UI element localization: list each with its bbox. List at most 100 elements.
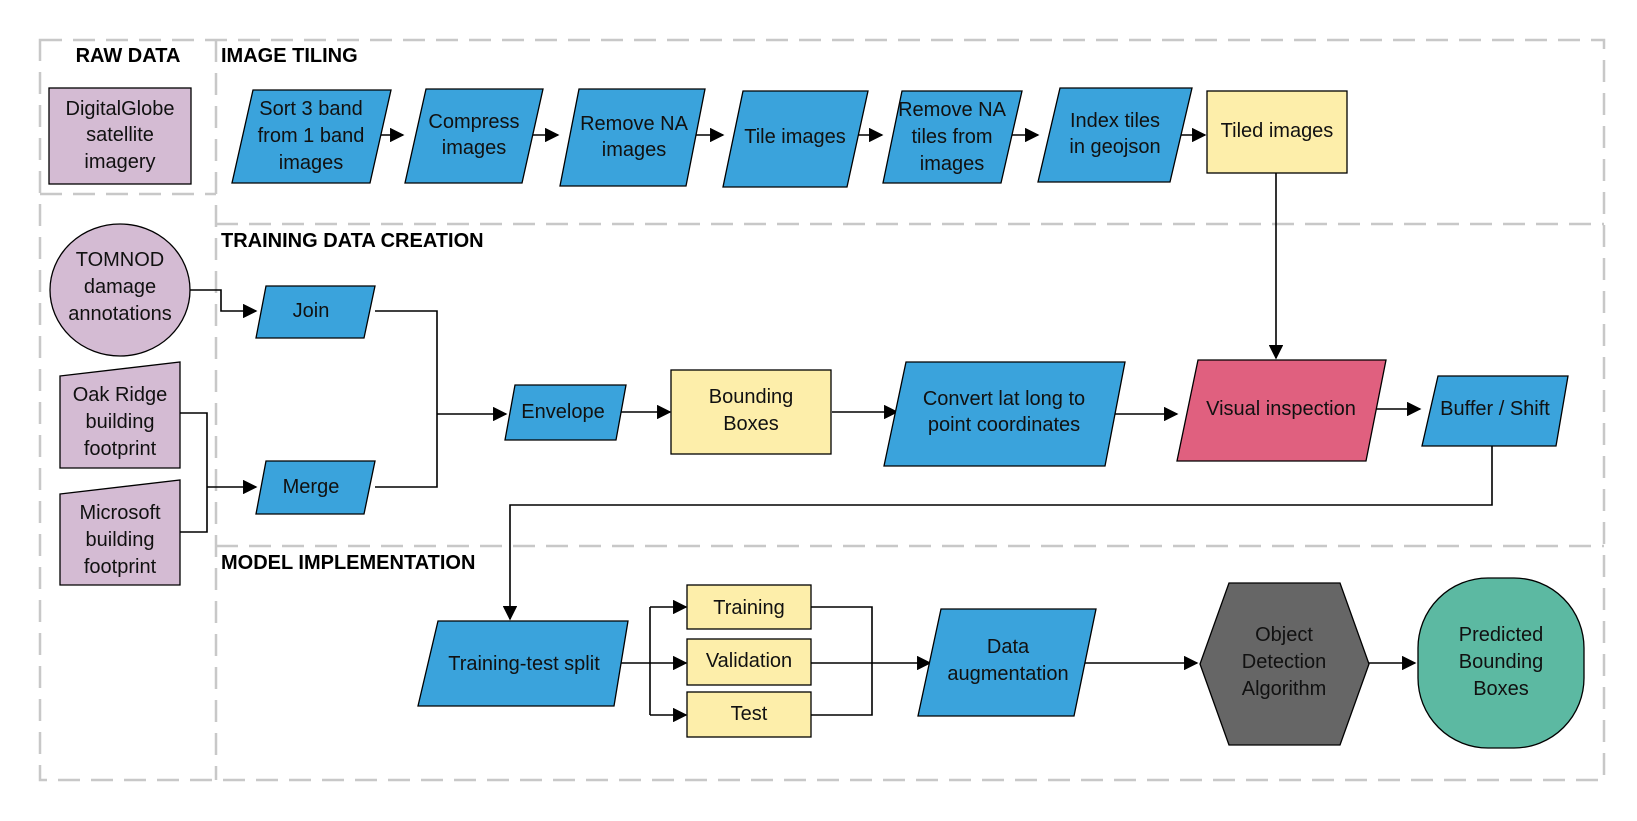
data-validation: Validation xyxy=(686,638,812,686)
edge-footprints-merge-bracket xyxy=(180,412,208,533)
step-tile-images-shape xyxy=(722,90,869,188)
step-merge-line-1: Merge xyxy=(283,476,340,498)
data-tiled-images-line-1: Tiled images xyxy=(1221,120,1334,142)
node-object-detection-algorithm: Object Detection Algorithm xyxy=(1199,582,1370,746)
data-test-line-1: Test xyxy=(731,703,768,725)
step-compress-line-2: images xyxy=(442,137,506,159)
step-sort-bands-line-3: images xyxy=(279,152,343,174)
node-object-detection-algorithm-line-3: Algorithm xyxy=(1242,678,1326,700)
data-training-line-1: Training xyxy=(713,597,785,619)
step-convert-coordinates-line-1: Convert lat long to xyxy=(923,388,1085,410)
node-predicted-bounding-boxes-line-2: Bounding xyxy=(1459,651,1544,673)
heading-raw-data: RAW DATA xyxy=(76,45,181,67)
step-envelope-line-1: Envelope xyxy=(521,401,604,423)
step-join-line-1: Join xyxy=(293,300,330,322)
step-tile-images: Tile images xyxy=(722,90,869,188)
step-envelope: Envelope xyxy=(504,384,627,441)
raw-oak-ridge-line-2: building xyxy=(86,411,155,433)
step-remove-na-tiles-line-2: tiles from xyxy=(911,126,992,148)
step-data-augmentation: Data augmentation xyxy=(917,608,1097,717)
raw-tomnod-line-2: damage xyxy=(84,276,156,298)
step-index-tiles: Index tiles in geojson xyxy=(1037,87,1193,183)
step-envelope-shape xyxy=(504,384,627,441)
step-remove-na-tiles: Remove NA tiles from images xyxy=(882,90,1023,184)
raw-tomnod-shape xyxy=(49,223,191,357)
node-predicted-bounding-boxes-line-3: Boxes xyxy=(1473,678,1529,700)
data-validation-line-1: Validation xyxy=(706,650,792,672)
heading-training-data-creation: TRAINING DATA CREATION xyxy=(221,230,484,252)
data-bounding-boxes-shape xyxy=(670,369,832,455)
raw-microsoft-line-3: footprint xyxy=(84,556,157,578)
step-convert-coordinates-shape xyxy=(883,361,1126,467)
raw-tomnod-node: TOMNOD damage annotations xyxy=(49,223,191,357)
step-visual-inspection: Visual inspection xyxy=(1176,359,1387,462)
step-buffer-shift-line-1: Buffer / Shift xyxy=(1440,398,1550,420)
step-tile-images-line-1: Tile images xyxy=(744,126,846,148)
data-bounding-boxes-line-2: Boxes xyxy=(723,413,779,435)
node-predicted-bounding-boxes: Predicted Bounding Boxes xyxy=(1417,577,1585,749)
outer-frame xyxy=(38,38,1606,782)
heading-model-implementation: MODEL IMPLEMENTATION xyxy=(221,552,475,574)
step-buffer-shift-shape xyxy=(1421,375,1569,447)
step-remove-na-images-line-2: images xyxy=(602,139,666,161)
raw-microsoft-node: Microsoft building footprint xyxy=(59,479,181,586)
data-tiled-images-shape xyxy=(1206,90,1348,174)
data-bounding-boxes: Bounding Boxes xyxy=(670,369,832,455)
edge-join-merge-bracket xyxy=(375,310,438,488)
step-join: Join xyxy=(255,285,376,339)
step-sort-bands-line-1: Sort 3 band xyxy=(259,98,362,120)
data-bounding-boxes-line-1: Bounding xyxy=(709,386,794,408)
raw-oak-ridge-line-1: Oak Ridge xyxy=(73,384,168,406)
raw-oak-ridge-node: Oak Ridge building footprint xyxy=(59,361,181,469)
step-index-tiles-shape xyxy=(1037,87,1193,183)
step-convert-coordinates: Convert lat long to point coordinates xyxy=(883,361,1126,467)
step-index-tiles-line-2: in geojson xyxy=(1069,136,1160,158)
step-merge-shape xyxy=(255,460,376,515)
raw-oak-ridge-line-3: footprint xyxy=(84,438,157,460)
step-compress-line-1: Compress xyxy=(428,111,519,133)
step-remove-na-images-shape xyxy=(559,88,706,187)
step-merge: Merge xyxy=(255,460,376,515)
step-visual-inspection-shape xyxy=(1176,359,1387,462)
step-compress: Compress images xyxy=(404,88,544,184)
step-sort-bands-shape xyxy=(231,89,392,184)
step-data-augmentation-shape xyxy=(917,608,1097,717)
heading-image-tiling: IMAGE TILING xyxy=(221,45,358,67)
step-visual-inspection-line-1: Visual inspection xyxy=(1206,398,1356,420)
raw-digitalglobe-line-3: imagery xyxy=(84,151,155,173)
raw-microsoft-line-2: building xyxy=(86,529,155,551)
data-tiled-images: Tiled images xyxy=(1206,90,1348,174)
step-remove-na-images-line-1: Remove NA xyxy=(580,113,688,135)
step-sort-bands: Sort 3 band from 1 band images xyxy=(231,89,392,184)
node-predicted-bounding-boxes-line-1: Predicted xyxy=(1459,624,1544,646)
raw-microsoft-line-1: Microsoft xyxy=(79,502,161,524)
step-convert-coordinates-line-2: point coordinates xyxy=(928,414,1080,436)
raw-tomnod-line-3: annotations xyxy=(68,303,171,325)
step-remove-na-images: Remove NA images xyxy=(559,88,706,187)
data-test-shape xyxy=(686,691,812,738)
step-compress-shape xyxy=(404,88,544,184)
node-object-detection-algorithm-shape xyxy=(1199,582,1370,746)
node-predicted-bounding-boxes-shape xyxy=(1417,577,1585,749)
step-remove-na-tiles-shape xyxy=(882,90,1023,184)
raw-microsoft-shape xyxy=(59,479,181,586)
step-sort-bands-line-2: from 1 band xyxy=(258,125,365,147)
step-join-shape xyxy=(255,285,376,339)
edge-sets-bracket xyxy=(811,606,873,716)
node-object-detection-algorithm-line-1: Object xyxy=(1255,624,1313,646)
edge-tomnod-join xyxy=(189,289,258,319)
raw-digitalglobe-shape xyxy=(48,87,192,185)
raw-digitalglobe-line-2: satellite xyxy=(86,124,154,146)
section-frames xyxy=(38,38,1606,782)
data-training: Training xyxy=(686,584,812,630)
step-index-tiles-line-1: Index tiles xyxy=(1070,110,1160,132)
data-test: Test xyxy=(686,691,812,738)
step-train-test-split-line-1: Training-test split xyxy=(448,653,600,675)
step-train-test-split: Training-test split xyxy=(417,620,629,707)
data-training-shape xyxy=(686,584,812,630)
step-train-test-split-shape xyxy=(417,620,629,707)
step-data-augmentation-line-1: Data xyxy=(987,636,1030,658)
raw-oak-ridge-shape xyxy=(59,361,181,469)
raw-digitalglobe-line-1: DigitalGlobe xyxy=(66,98,175,120)
